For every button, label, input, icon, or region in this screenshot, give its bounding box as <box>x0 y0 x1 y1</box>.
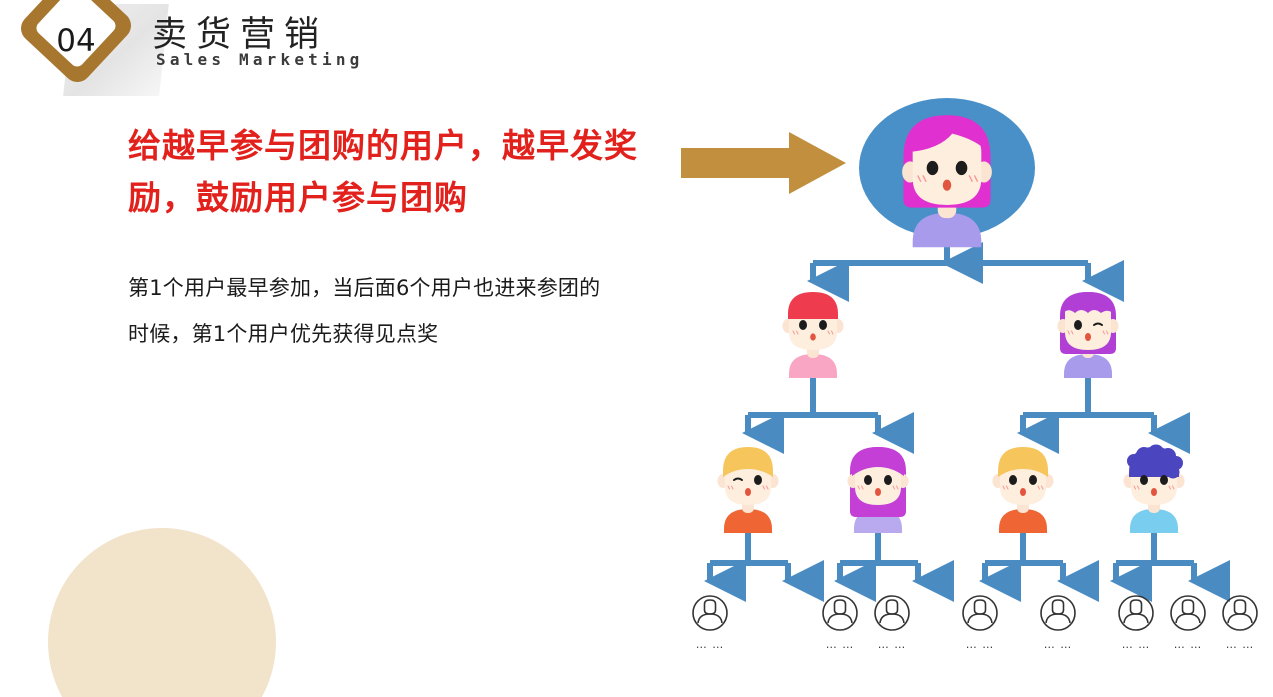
section-number: 04 <box>56 23 96 59</box>
user-icon-5-label: … … <box>1043 638 1073 651</box>
avatar-l3-2 <box>847 447 909 533</box>
user-icon-6-label: … … <box>1121 638 1151 651</box>
avatar-l2-1 <box>782 292 844 378</box>
user-icon-8-label: … … <box>1225 638 1255 651</box>
user-icon-7 <box>1170 595 1206 631</box>
root-avatar <box>902 115 992 248</box>
leaf-user-icons <box>692 595 1258 631</box>
referral-tree-diagram <box>692 98 1258 631</box>
user-icon-6 <box>1118 595 1154 631</box>
user-icon-4-label: … … <box>965 638 995 651</box>
flow-arrow-right-icon <box>681 132 846 194</box>
user-icon-2 <box>822 595 858 631</box>
decorative-circle <box>48 528 276 697</box>
user-icon-3-label: … … <box>877 638 907 651</box>
user-icon-5 <box>1040 595 1076 631</box>
avatar-l3-4 <box>1123 444 1185 533</box>
brand-subtitle: Sales Marketing <box>156 50 364 69</box>
root-node <box>859 98 1035 248</box>
user-icon-7-label: … … <box>1173 638 1203 651</box>
user-icon-1 <box>692 595 728 631</box>
avatar-l2-2 <box>1057 292 1119 378</box>
user-icon-1-label: … … <box>695 638 725 651</box>
avatar-l3-1 <box>717 447 779 533</box>
user-icon-4 <box>962 595 998 631</box>
user-icon-8 <box>1222 595 1258 631</box>
body-text: 第1个用户最早参加，当后面6个用户也进来参团的时候，第1个用户优先获得见点奖 <box>128 276 601 346</box>
avatar-l3-3 <box>992 447 1054 533</box>
user-icon-3 <box>874 595 910 631</box>
user-icon-2-label: … … <box>825 638 855 651</box>
headline-text: 给越早参与团购的用户，越早发奖励，鼓励用户参与团购 <box>128 126 638 217</box>
tree-connectors <box>704 233 1230 602</box>
brand-title: 卖货营销 <box>152 15 329 55</box>
section-badge: 04 <box>15 0 169 100</box>
